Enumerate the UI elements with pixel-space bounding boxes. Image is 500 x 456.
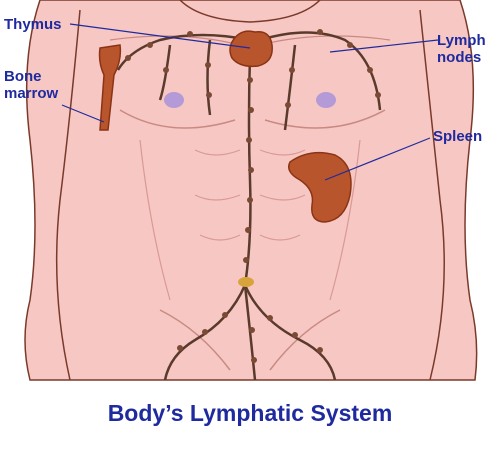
thymus-organ [229, 30, 273, 68]
lymph-node-dots [125, 29, 381, 363]
bone-marrow-organ [98, 44, 122, 131]
diagram-title: Body’s Lymphatic System [107, 400, 393, 426]
lymph-nodes-label: Lymph nodes [437, 32, 486, 66]
left-nipple [164, 92, 184, 108]
cisterna-chyli [238, 277, 254, 287]
leader-lines [61, 23, 439, 181]
spleen-label: Spleen [433, 128, 483, 145]
spleen-organ [288, 151, 352, 223]
thymus-label: Thymus [4, 16, 62, 33]
bone-marrow-label: Bone marrow [4, 68, 59, 102]
right-nipple [316, 92, 336, 108]
